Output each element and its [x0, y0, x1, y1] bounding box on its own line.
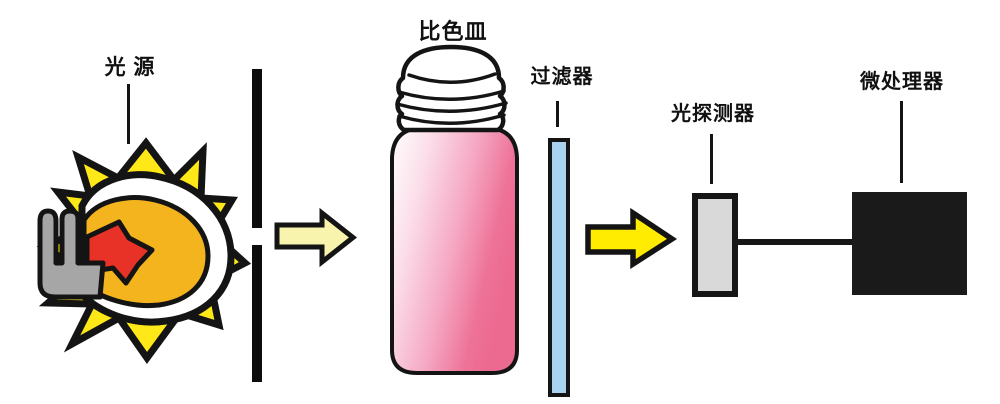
aperture-slit-bottom	[252, 245, 262, 382]
cuvette-bottle-icon	[390, 44, 519, 375]
bottle-body-shape	[390, 126, 519, 375]
beam-arrow-1-shape	[274, 207, 358, 268]
connection-wire	[736, 239, 854, 245]
light-source-pointer-line	[127, 84, 130, 144]
bottle-cap-thread-2	[397, 89, 506, 101]
bottle-cap-thread-4	[397, 113, 506, 125]
beam-arrow-2-shape	[585, 207, 678, 270]
beam-arrow-2-icon	[585, 207, 678, 270]
light-source-label: 光 源	[104, 56, 156, 79]
beam-arrow-1-icon	[274, 207, 358, 268]
microprocessor-pointer-line	[900, 101, 903, 183]
microprocessor-label: 微处理器	[860, 71, 944, 93]
filter-pointer-line	[556, 101, 559, 127]
filter-strip	[548, 138, 570, 397]
bottle-cap-thread-1	[407, 72, 497, 84]
photodetector-label: 光探测器	[671, 103, 755, 125]
microprocessor-box	[852, 192, 967, 295]
aperture-slit-top	[252, 69, 262, 228]
photodetector-box	[692, 193, 738, 297]
bulb-base-shape	[37, 208, 106, 300]
light-source-icon	[36, 137, 252, 365]
filter-label: 过滤器	[530, 66, 594, 88]
photodetector-pointer-line	[710, 134, 713, 184]
bottle-cap-thread-3	[395, 101, 508, 113]
cuvette-label: 比色皿	[418, 19, 488, 44]
